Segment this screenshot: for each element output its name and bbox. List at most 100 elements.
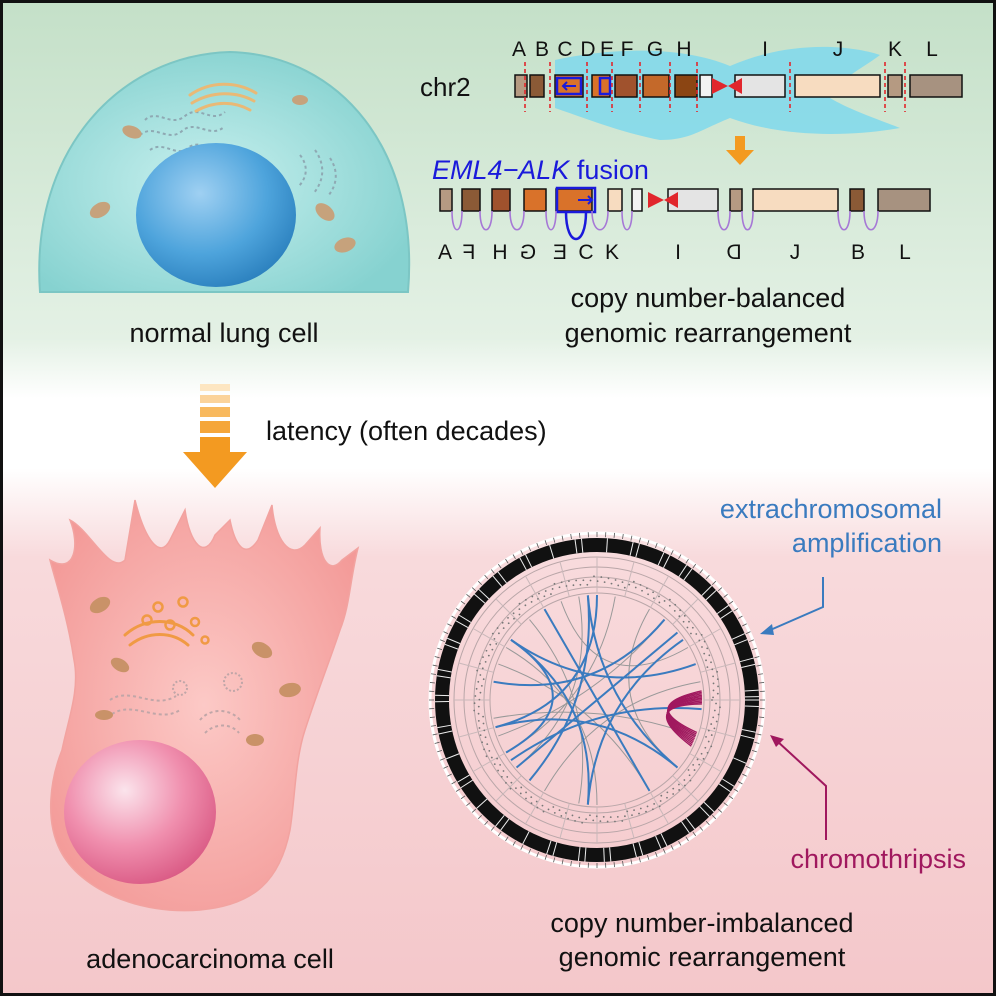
track-dot (579, 584, 581, 586)
track-dot (520, 793, 522, 795)
track-dot (705, 736, 707, 738)
track-dot (508, 622, 510, 624)
chr2-segment (735, 75, 785, 97)
rearranged-segment (462, 189, 480, 211)
track-dot (707, 752, 709, 754)
chr2-segment (888, 75, 902, 97)
track-dot (641, 590, 643, 592)
track-dot (711, 699, 713, 701)
track-dot (678, 784, 680, 786)
track-dot (476, 670, 478, 672)
track-dot (498, 632, 500, 634)
track-dot (603, 816, 605, 818)
track-dot (565, 812, 567, 814)
track-dot (491, 757, 493, 759)
rearranged-segment-label: I (675, 241, 681, 264)
rearranged-segment (850, 189, 864, 211)
ideogram-band (745, 706, 759, 707)
track-dot (645, 811, 647, 813)
track-dot (483, 748, 485, 750)
track-dot (480, 692, 482, 694)
track-dot (578, 817, 580, 819)
chr2-segment (675, 75, 697, 97)
track-dot (554, 812, 556, 814)
track-dot (531, 601, 533, 603)
track-dot (478, 713, 480, 715)
chr2-segment (530, 75, 544, 97)
track-dot (482, 716, 484, 718)
track-dot (531, 596, 533, 598)
track-dot (683, 779, 685, 781)
track-dot (525, 798, 527, 800)
track-dot (633, 581, 635, 583)
chr2-segment (643, 75, 669, 97)
track-dot (489, 644, 491, 646)
track-dot (582, 579, 584, 581)
track-dot (611, 583, 613, 585)
scale-tick (614, 533, 615, 538)
track-dot (610, 816, 612, 818)
rearranged-segment-label: C (578, 241, 593, 264)
track-dot (604, 581, 606, 583)
rearranged-segment-label: F (463, 241, 476, 264)
track-dot (520, 787, 522, 789)
track-dot (492, 633, 494, 635)
track-dot (559, 809, 561, 811)
rearranged-segment-label: L (899, 241, 911, 264)
scale-tick (430, 682, 435, 683)
track-dot (552, 588, 554, 590)
track-dot (718, 714, 720, 716)
track-dot (652, 808, 654, 810)
track-dot (494, 763, 496, 765)
track-dot (496, 758, 498, 760)
track-dot (692, 627, 694, 629)
track-dot (513, 612, 515, 614)
track-dot (502, 622, 504, 624)
track-dot (488, 750, 490, 752)
track-dot (607, 821, 609, 823)
track-dot (635, 587, 637, 589)
track-dot (538, 593, 540, 595)
track-dot (572, 815, 574, 817)
track-dot (684, 785, 686, 787)
track-dot (486, 755, 488, 757)
rearranged-segment (492, 189, 510, 211)
track-dot (652, 591, 654, 593)
track-dot (596, 815, 598, 817)
track-dot (713, 683, 715, 685)
circos-plot (429, 532, 765, 868)
track-dot (499, 764, 501, 766)
track-dot (666, 791, 668, 793)
chr2-segment-label: E (600, 38, 614, 61)
track-dot (513, 618, 515, 620)
track-dot (647, 593, 649, 595)
track-dot (554, 583, 556, 585)
track-dot (560, 815, 562, 817)
rearranged-segment-label: D (726, 241, 741, 264)
track-dot (485, 736, 487, 738)
track-dot (479, 674, 481, 676)
track-dot (478, 720, 480, 722)
chr2-segment (795, 75, 880, 97)
track-dot (518, 608, 520, 610)
track-dot (559, 586, 561, 588)
track-dot (566, 585, 568, 587)
imbalanced-caption-line1: copy number-imbalanced (550, 908, 853, 938)
track-dot (690, 633, 692, 635)
chr2-segment-label: F (621, 38, 634, 61)
track-dot (704, 747, 706, 749)
scale-tick (430, 717, 435, 718)
track-dot (515, 787, 517, 789)
track-dot (660, 795, 662, 797)
track-dot (510, 782, 512, 784)
track-dot (698, 640, 700, 642)
extrachromosomal-label-line1: extrachromosomal (720, 494, 942, 524)
track-dot (694, 769, 696, 771)
track-dot (708, 730, 710, 732)
track-dot (617, 585, 619, 587)
track-dot (486, 743, 488, 745)
track-dot (537, 598, 539, 600)
track-dot (592, 819, 594, 821)
